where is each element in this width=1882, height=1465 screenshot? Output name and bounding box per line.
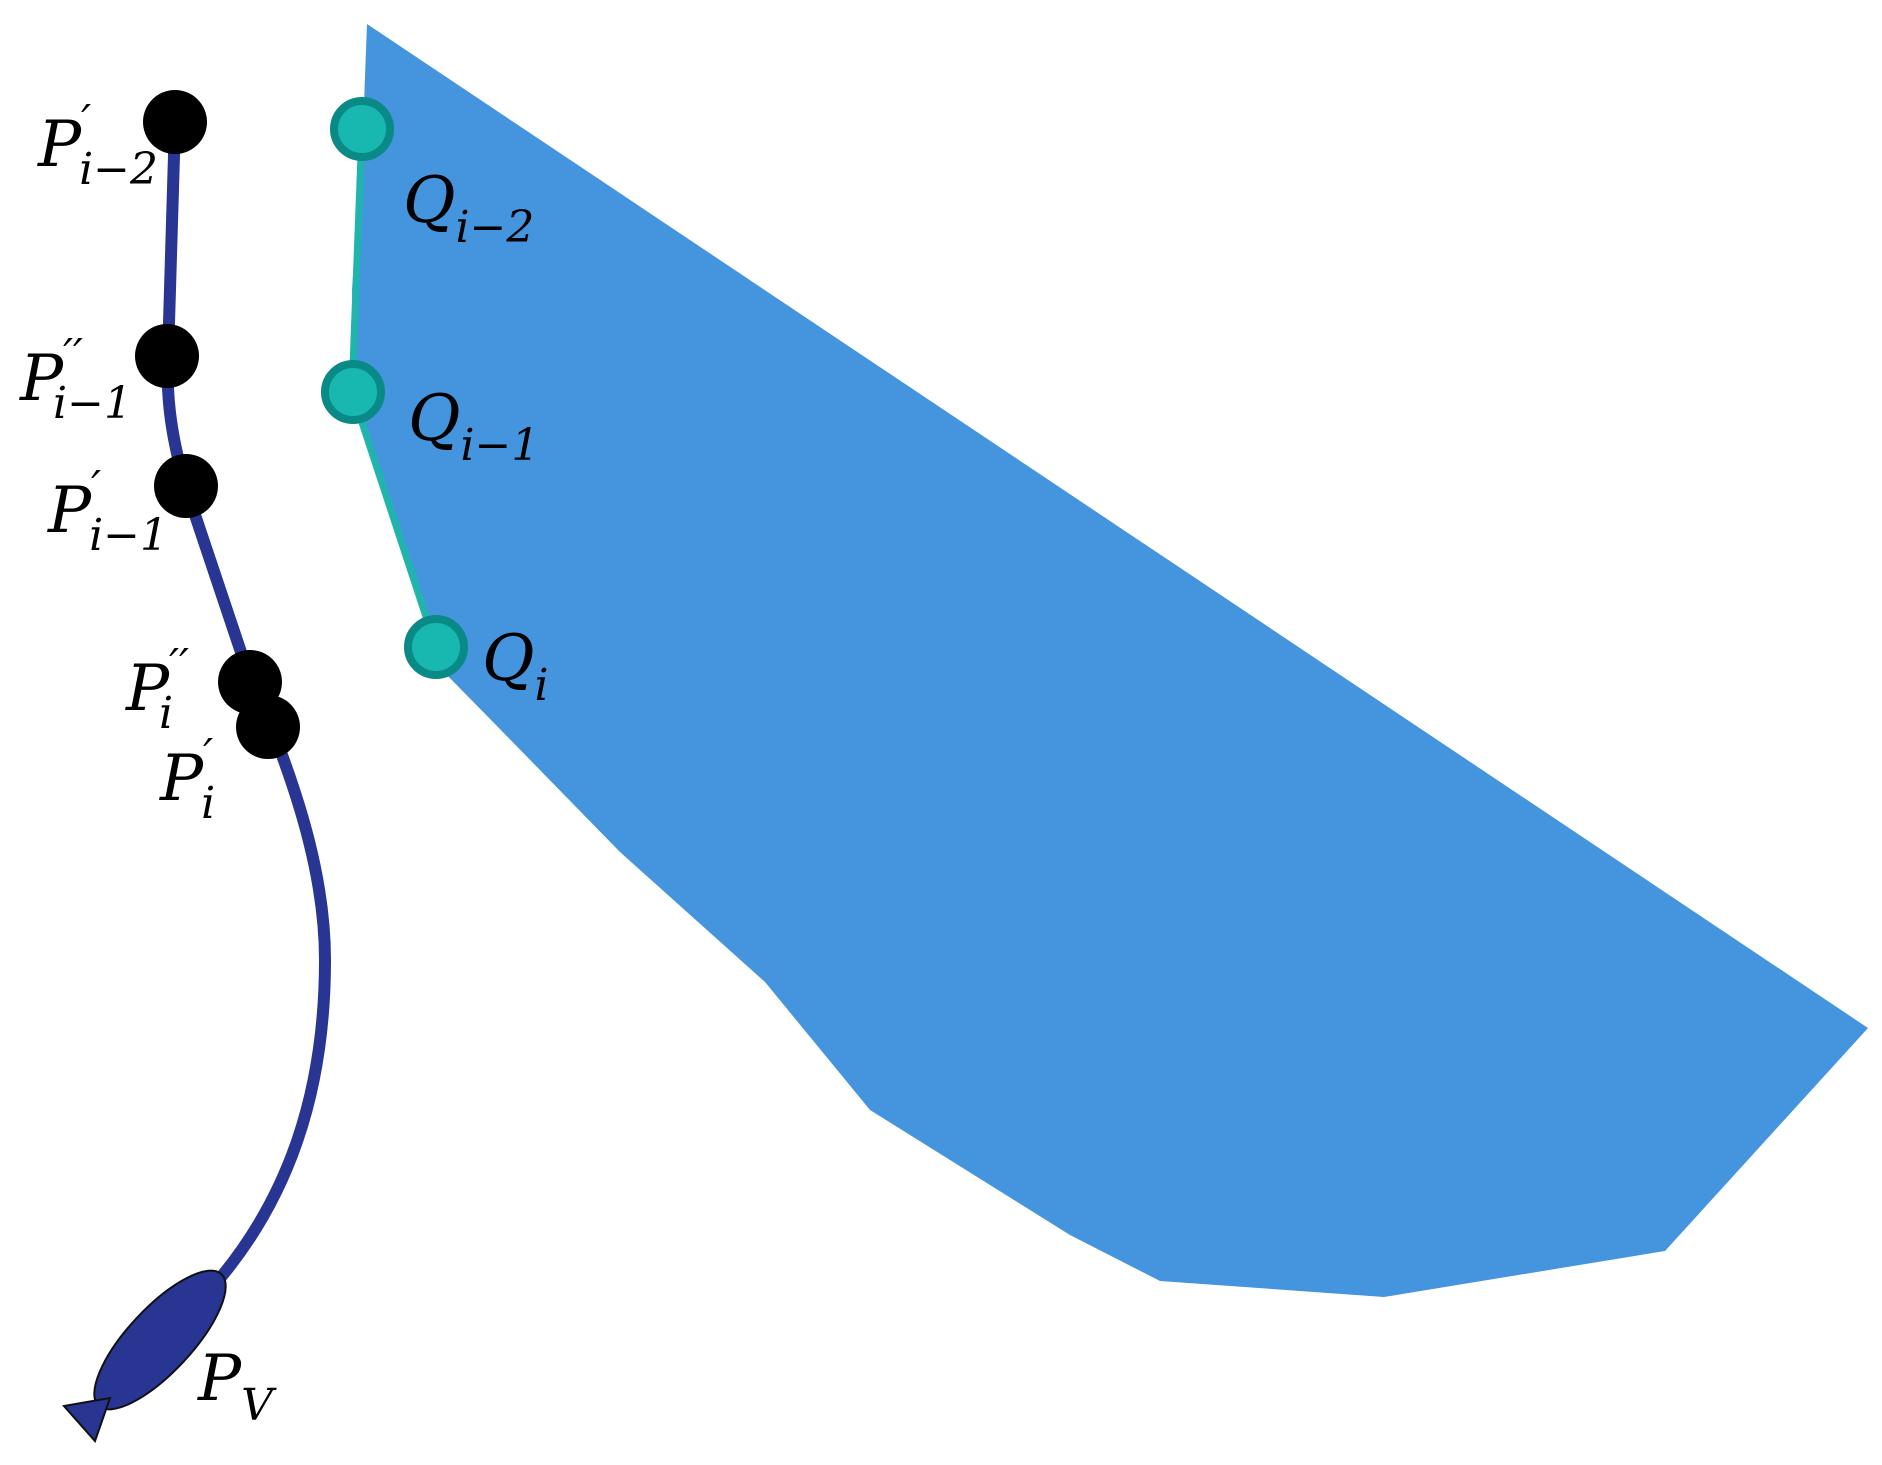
target-q-i-minus-1 (321, 360, 385, 424)
label-p-v: PV (197, 1342, 277, 1431)
label-q-i-minus-1: Qi−1 (408, 382, 539, 471)
waypoint-p-i-minus-1 (154, 454, 218, 518)
label-p-i-minus-2: P′i−2 (37, 96, 158, 195)
label-q-i: Qi (482, 622, 549, 711)
label-p-double-prime-i-minus-1: P′′i−1 (19, 330, 132, 429)
waypoint-p-i (236, 695, 300, 759)
target-q-i (404, 615, 468, 679)
label-p-i: P′i (159, 730, 215, 829)
waypoint-p-double-prime-i-minus-1 (135, 324, 199, 388)
waypoint-p-i-minus-2 (143, 90, 207, 154)
vessel-icon (62, 1269, 227, 1443)
label-q-i-minus-2: Qi−2 (403, 164, 534, 253)
target-q-i-minus-2 (330, 97, 394, 161)
vessel-trajectory (161, 116, 332, 1296)
label-p-i-minus-1: P′i−1 (47, 462, 168, 561)
label-p-double-prime-i: P′′i (125, 640, 189, 739)
region-polygon (352, 24, 1868, 1297)
